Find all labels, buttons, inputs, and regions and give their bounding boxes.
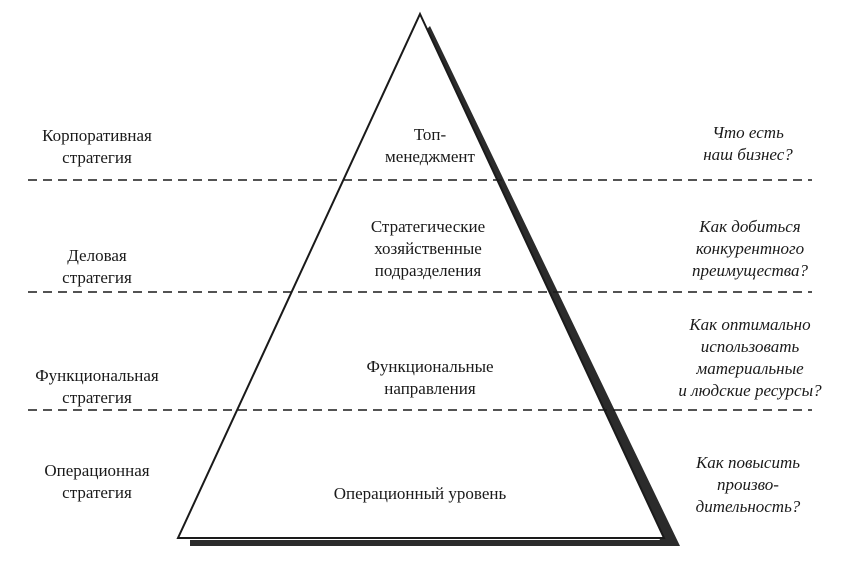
unit-label-functional-areas: Функциональные направления xyxy=(300,356,560,400)
unit-label-line: направления xyxy=(384,379,476,398)
strategy-label-line: Деловая xyxy=(67,246,127,265)
strategy-label-line: Функциональная xyxy=(35,366,159,385)
question-label-line: преимущества? xyxy=(691,261,809,280)
question-label-line: Как добиться xyxy=(699,217,801,236)
unit-label-top-management: Топ- менеджмент xyxy=(300,124,560,168)
question-label-resources: Как оптимально использовать материальные… xyxy=(650,314,849,402)
question-label-business: Что есть наш бизнес? xyxy=(648,122,848,166)
strategy-label-business: Деловая стратегия xyxy=(2,245,192,289)
unit-label-operational-level: Операционный уровень xyxy=(290,483,550,505)
strategy-label-line: Операционная xyxy=(44,461,150,480)
question-label-line: дительность? xyxy=(695,497,801,516)
unit-label-line: подразделения xyxy=(374,261,482,280)
unit-label-line: хозяйственные xyxy=(374,239,482,258)
unit-label-line: менеджмент xyxy=(385,147,475,166)
strategy-label-line: стратегия xyxy=(62,483,132,502)
question-label-line: и людские ресурсы? xyxy=(678,381,822,400)
strategy-label-functional: Функциональная стратегия xyxy=(2,365,192,409)
question-label-line: Как оптимально xyxy=(689,315,811,334)
strategy-label-corporate: Корпоративная стратегия xyxy=(2,125,192,169)
question-label-line: произво- xyxy=(717,475,779,494)
question-label-line: Как повысить xyxy=(696,453,800,472)
unit-label-line: Операционный уровень xyxy=(333,484,507,503)
strategy-label-operational: Операционная стратегия xyxy=(2,460,192,504)
unit-label-sbu: Стратегические хозяйственные подразделен… xyxy=(298,216,558,282)
question-label-line: Что есть xyxy=(712,123,784,142)
strategy-label-line: Корпоративная xyxy=(42,126,152,145)
unit-label-line: Стратегические xyxy=(370,217,486,236)
question-label-line: конкурентного xyxy=(695,239,805,258)
unit-label-line: Топ- xyxy=(413,125,447,144)
strategy-label-line: стратегия xyxy=(62,388,132,407)
pyramid-outline xyxy=(176,11,666,539)
strategy-label-line: стратегия xyxy=(62,148,132,167)
question-label-line: материальные xyxy=(696,359,804,378)
question-label-competitive: Как добиться конкурентного преимущества? xyxy=(650,216,849,282)
question-label-line: наш бизнес? xyxy=(703,145,793,164)
question-label-line: использовать xyxy=(700,337,800,356)
strategy-label-line: стратегия xyxy=(62,268,132,287)
unit-label-line: Функциональные xyxy=(366,357,494,376)
question-label-productivity: Как повысить произво- дительность? xyxy=(648,452,848,518)
